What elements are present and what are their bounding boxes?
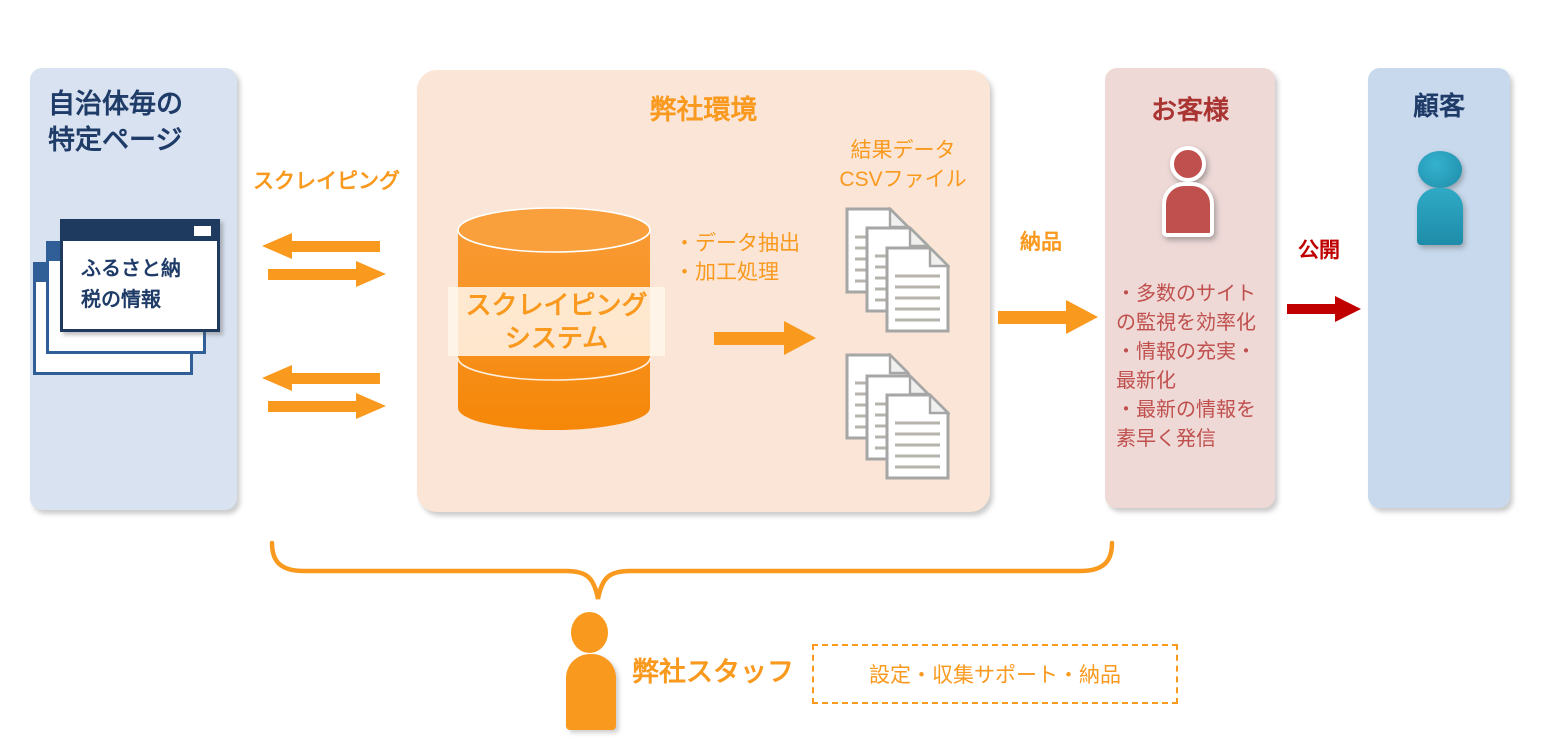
arrow-shaft [1287,304,1335,314]
person-body [1417,188,1463,245]
person-head [1170,146,1206,182]
arrow-shaft [268,400,356,412]
client-panel-title: 顧客 [1412,91,1465,121]
person-head [1418,151,1462,188]
person-body [1162,182,1214,237]
csv-output-label: 結果データ CSVファイル [828,136,978,194]
municipality-panel-title: 自治体毎の 特定ページ [48,86,183,158]
arrow-shaft [292,372,380,384]
right-arrow-icon [268,393,386,419]
benefit-item: ・情報の充実・最新化 [1116,341,1256,392]
customer-panel [1105,68,1275,508]
end-client-panel [1368,68,1510,508]
staff-role-note: 設定・収集サポート・納品 [812,644,1178,704]
title-line: 特定ページ [48,125,183,155]
arrow-shaft [268,268,356,280]
delivery-label: 納品 [1020,231,1062,254]
arrow-head [1066,300,1098,334]
arrow-shaft [292,240,380,252]
right-arrow-icon [998,300,1098,334]
customer-benefits: ・多数のサイトの監視を効率化 ・情報の充実・最新化 ・最新の情報を素早く発信 [1116,280,1266,454]
person-icon [566,612,616,730]
role-note-text: 設定・収集サポート・納品 [869,664,1121,687]
arrow-head [784,321,816,355]
customer-panel-title: お客様 [1150,95,1229,125]
label-line: ふるさと納 [81,258,181,280]
label-line: 税の情報 [81,289,161,311]
arrow-head [262,233,292,259]
staff-label: 弊社スタッフ [632,657,794,687]
process-notes: ・データ抽出 ・加工処理 [674,229,800,287]
arrow-shaft [714,331,784,345]
furusato-tax-label: ふるさと納 税の情報 [81,254,181,316]
curly-brace-icon [269,540,1115,600]
right-arrow-icon [268,261,386,287]
note-line: ・データ抽出 [674,232,800,255]
benefit-item: ・最新の情報を素早く発信 [1116,399,1256,450]
arrow-head [1335,296,1361,322]
label-line: CSVファイル [839,168,967,191]
company-panel-title: 弊社環境 [649,95,758,125]
right-arrow-icon [714,321,816,355]
right-arrow-icon [1287,296,1361,322]
arrow-head [356,261,386,287]
label-line: 結果データ [850,139,956,162]
document-icon [885,246,950,333]
benefit-item: ・多数のサイトの監視を効率化 [1116,283,1256,334]
title-line: 自治体毎の [48,89,183,119]
scraping-system-label: スクレイピング システム [448,287,665,356]
left-arrow-icon [262,365,380,391]
person-head [571,612,608,653]
arrow-head [356,393,386,419]
arrow-head [262,365,292,391]
scraping-label: スクレイピング [253,170,400,193]
label-line: システム [504,322,609,353]
person-icon [1417,151,1463,245]
arrow-shaft [998,310,1066,324]
person-body [566,654,616,730]
person-icon [1156,146,1220,241]
note-line: ・加工処理 [674,261,779,284]
window-titlebar [62,221,218,241]
browser-window-icon: ふるさと納 税の情報 [60,219,220,332]
left-arrow-icon [262,233,380,259]
document-icon [885,393,950,480]
publish-label: 公開 [1298,239,1340,262]
label-line: スクレイピング [465,289,648,320]
window-button-icon [194,226,211,236]
